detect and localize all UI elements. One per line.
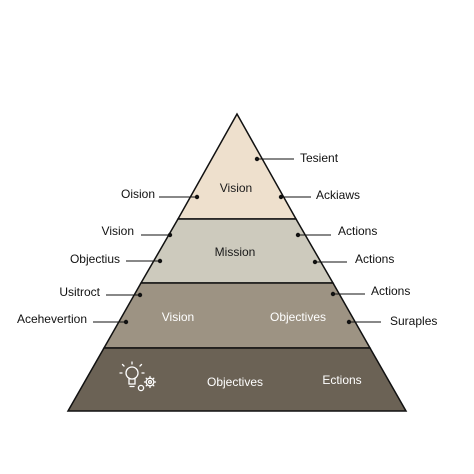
- left-label-3: Objectius: [70, 252, 120, 266]
- left-label-4: Usitroct: [59, 285, 100, 299]
- lightbulb-gears-icon: [119, 361, 157, 392]
- pyramid-tier-1: [176, 112, 298, 220]
- left-leader-dot-4: [137, 292, 143, 298]
- tier4-mid-label: Objectives: [207, 375, 263, 389]
- left-leader-dot-3: [157, 258, 163, 264]
- tier2-label: Mission: [215, 245, 256, 259]
- right-label-1: Tesient: [300, 151, 339, 165]
- right-label-3: Actions: [338, 224, 377, 238]
- tier3-right-label: Objectives: [270, 310, 326, 324]
- left-label-1: Oision: [121, 187, 155, 201]
- right-label-5: Actions: [371, 284, 410, 298]
- pyramid-tier-4: [66, 347, 408, 412]
- tier4-right-label: Ections: [322, 373, 361, 387]
- right-leaders: [254, 156, 381, 325]
- right-label-6: Suraples: [390, 314, 437, 328]
- pyramid-tier-3: [102, 282, 372, 349]
- tier3-left-label: Vision: [162, 310, 194, 324]
- left-label-2: Vision: [102, 224, 134, 238]
- left-leader-dot-1: [194, 194, 200, 200]
- right-label-2: Ackiaws: [316, 188, 360, 202]
- right-label-4: Actions: [355, 252, 394, 266]
- left-leader-dot-2: [167, 232, 173, 238]
- left-label-5: Acehevertion: [17, 312, 87, 326]
- tier1-label: Vision: [220, 181, 252, 195]
- left-leader-dot-5: [123, 319, 129, 325]
- left-leaders: [93, 194, 200, 325]
